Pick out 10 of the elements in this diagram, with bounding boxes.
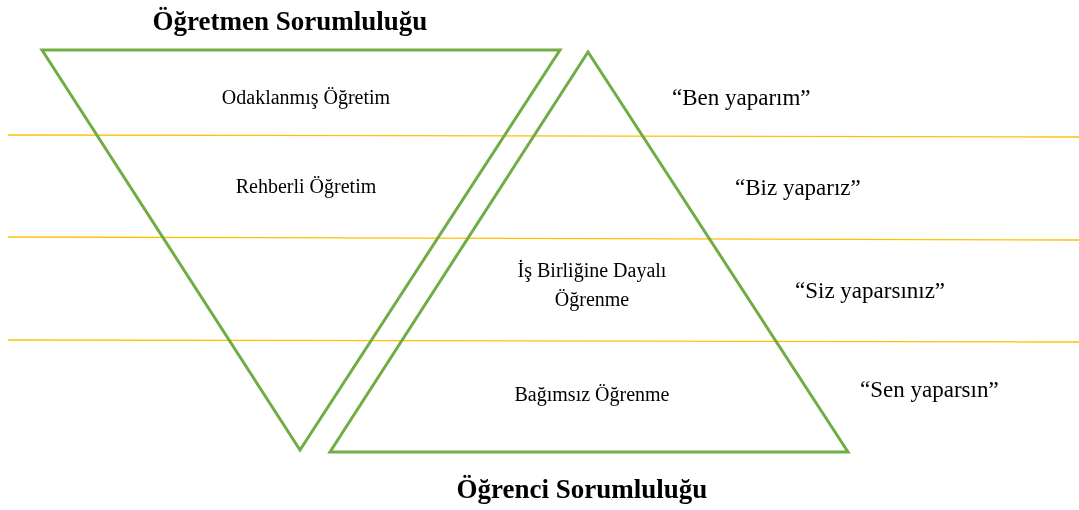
triangle-text: İş Birliğine Dayalı Öğrenme (516, 258, 668, 313)
quote-label: “Sen yaparsın” (860, 377, 999, 403)
quote-label: “Biz yaparız” (735, 175, 861, 201)
triangle-text: Rehberli Öğretim (234, 174, 378, 200)
quote-label: “Siz yaparsınız” (795, 278, 946, 304)
heading: Öğretmen Sorumluluğu (151, 5, 429, 38)
triangle-text: Bağımsız Öğrenme (513, 382, 671, 408)
triangle-text: Odaklanmış Öğretim (220, 85, 392, 111)
heading: Öğrenci Sorumluluğu (455, 473, 709, 506)
quote-label: “Ben yaparım” (672, 85, 811, 111)
